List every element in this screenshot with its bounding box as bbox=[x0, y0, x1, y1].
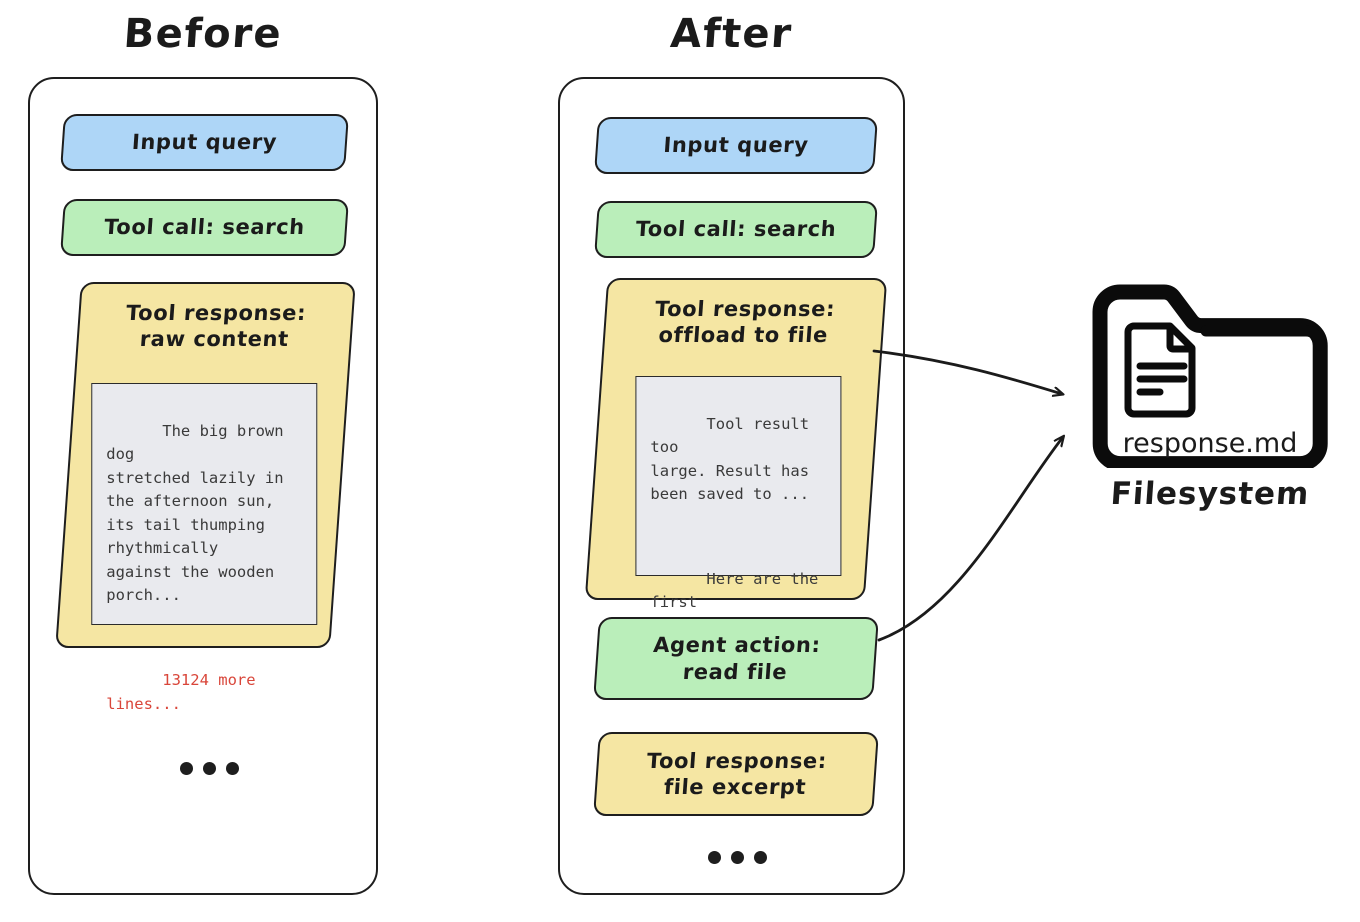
block-input-query-after[interactable]: Input query bbox=[594, 117, 878, 174]
block-title-line-1: Tool response: bbox=[646, 748, 828, 773]
block-title-line-1: Tool response: bbox=[654, 297, 836, 321]
block-title-line-2: raw content bbox=[138, 327, 290, 352]
ellipsis-dot bbox=[203, 762, 216, 775]
code-text: The big brown dog stretched lazily in th… bbox=[106, 421, 284, 605]
ellipsis-dot bbox=[180, 762, 193, 775]
block-label: Tool call: search bbox=[634, 217, 838, 242]
code-text-part-1: Tool result too large. Result has been s… bbox=[650, 414, 810, 504]
ellipsis-dot bbox=[754, 851, 767, 864]
ellipsis-dot bbox=[731, 851, 744, 864]
code-block-offload-notice: Tool result too large. Result has been s… bbox=[635, 376, 842, 682]
code-spacer bbox=[650, 530, 826, 544]
block-tool-call-search-before[interactable]: Tool call: search bbox=[60, 199, 349, 256]
block-tool-response-offload-to-file[interactable]: Tool response: offload to file Tool resu… bbox=[584, 278, 888, 682]
code-spacer bbox=[106, 631, 302, 645]
block-title-line-2: read file bbox=[682, 659, 789, 684]
block-title-line-2: offload to file bbox=[657, 323, 829, 348]
block-label: Tool call: search bbox=[103, 215, 306, 240]
before-panel: Input query Tool call: search Tool respo… bbox=[28, 77, 378, 895]
panel-title-before: Before bbox=[122, 11, 284, 57]
block-title-line-2: file excerpt bbox=[663, 775, 808, 799]
panel-title-after: After bbox=[668, 11, 795, 57]
ellipsis-after bbox=[708, 851, 767, 864]
block-input-query-before[interactable]: Input query bbox=[60, 114, 349, 171]
block-title: Tool response: offload to file bbox=[652, 296, 836, 349]
block-tool-response-raw-content[interactable]: Tool response: raw content The big brown… bbox=[55, 282, 356, 713]
folder-icon bbox=[1092, 284, 1328, 468]
folder-filename-label: response.md bbox=[1122, 428, 1298, 459]
after-panel: Input query Tool call: search Tool respo… bbox=[558, 77, 905, 895]
block-title-line-1: Tool response: bbox=[125, 301, 307, 325]
filesystem-folder[interactable]: response.md Filesystem bbox=[1086, 278, 1354, 518]
block-tool-call-search-after[interactable]: Tool call: search bbox=[594, 201, 878, 258]
block-label: Input query bbox=[131, 130, 278, 155]
arrow-read-file bbox=[877, 437, 1063, 642]
code-block-raw-content: The big brown dog stretched lazily in th… bbox=[91, 383, 318, 713]
ellipsis-dot bbox=[226, 762, 239, 775]
block-agent-action-read-file[interactable]: Agent action: read file bbox=[593, 617, 879, 700]
block-title-line-1: Agent action: bbox=[652, 633, 822, 658]
block-label: Input query bbox=[662, 133, 810, 158]
document-icon bbox=[1124, 322, 1196, 418]
block-title: Tool response: raw content bbox=[123, 300, 307, 353]
ellipsis-before bbox=[180, 762, 239, 775]
code-more-lines-notice: 13124 more lines... bbox=[106, 671, 265, 713]
block-tool-response-file-excerpt[interactable]: Tool response: file excerpt bbox=[593, 732, 879, 816]
filesystem-caption: Filesystem bbox=[1109, 476, 1311, 512]
ellipsis-dot bbox=[708, 851, 721, 864]
